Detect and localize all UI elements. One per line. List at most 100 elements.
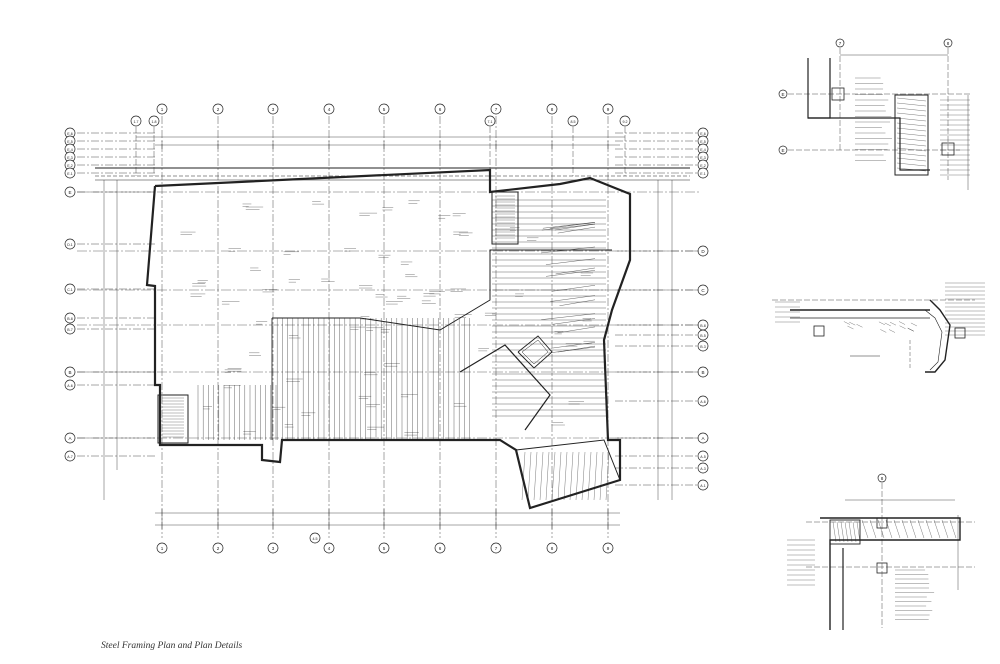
grid-bubble-circle: [267, 542, 279, 554]
grid-bubble-circle: [212, 542, 224, 554]
grid-label: B.8: [67, 317, 72, 321]
hatch: [949, 519, 957, 539]
grid-bubble: E.3: [697, 151, 709, 163]
leader-line: [549, 222, 596, 229]
curved-wall-inner: [924, 309, 943, 371]
grid-label: 9: [607, 107, 610, 112]
grid-bubble-circle: [778, 145, 788, 155]
plan-detail-middle-right: [772, 282, 985, 373]
grid-bubble: B.7: [64, 323, 76, 335]
grid-bubble: A.7: [64, 450, 76, 462]
hatch: [896, 132, 927, 137]
grid-bubble: 1.7: [130, 115, 142, 127]
grid-bubble: 4: [323, 542, 335, 554]
grid-bubble: E: [778, 89, 788, 99]
hatch: [896, 97, 927, 102]
grid-bubble: 2: [212, 103, 224, 115]
leader-line: [557, 326, 596, 334]
hatch: [878, 321, 885, 325]
grid-label: 3: [272, 546, 275, 551]
hatch: [877, 519, 885, 539]
hatch: [896, 147, 927, 152]
grid-bubble-circle: [877, 473, 887, 483]
grid-label: B.7: [67, 328, 72, 332]
grid-bubble-circle: [156, 542, 168, 554]
grid-bubble-circle: [546, 103, 558, 115]
grid-label: B: [701, 370, 704, 375]
leader-line: [545, 258, 596, 265]
skylight-diamond-inner: [521, 339, 549, 365]
hatch: [896, 127, 927, 132]
canopy-framing: [569, 451, 574, 501]
leader-line: [548, 346, 596, 354]
grid-bubble-circle: [484, 115, 496, 127]
grid-bubble-circle: [212, 103, 224, 115]
sheet-caption: Steel Framing Plan and Plan Details: [101, 641, 243, 651]
canopy-framing: [563, 451, 568, 501]
leader-line: [555, 267, 596, 275]
grid-label: 7: [495, 546, 498, 551]
hatch: [901, 519, 909, 539]
grid-bubble-circle: [434, 542, 446, 554]
canopy-framing: [587, 451, 592, 501]
hatch: [847, 325, 854, 330]
grid-bubble: 8: [943, 38, 953, 48]
grid-bubble: A.3: [697, 462, 709, 474]
grid-label: A: [701, 436, 705, 441]
grid-bubble-circle: [64, 432, 76, 444]
grid-bubble: B.8: [64, 312, 76, 324]
grid-label: 1: [161, 546, 164, 551]
stair-core-north: [491, 191, 519, 245]
grid-label: E.4: [700, 148, 705, 152]
hatch: [896, 122, 927, 127]
grid-bubble-circle: [602, 542, 614, 554]
grid-label: E.1: [67, 172, 72, 176]
grid-label: 6: [439, 107, 442, 112]
hatch: [909, 519, 917, 539]
grid-label: 1: [161, 107, 164, 112]
grid-label: 8: [947, 41, 950, 46]
grid-bubble: 2: [212, 542, 224, 554]
stair-core-south: [157, 394, 189, 444]
grid-bubble: 8: [546, 542, 558, 554]
grid-label: 5: [383, 107, 386, 112]
grid-bubble: E.2: [697, 159, 709, 171]
hatch: [896, 167, 927, 172]
leader-line: [554, 223, 596, 231]
grid-bubble-circle: [943, 38, 953, 48]
wall-section: [820, 517, 961, 630]
hatch: [899, 325, 906, 329]
grid-bubble-circle: [490, 542, 502, 554]
hatch: [896, 142, 927, 147]
grid-label: A: [68, 436, 72, 441]
canopy-framing: [551, 451, 556, 501]
hatch: [896, 112, 927, 117]
grid-label: 7.1: [488, 120, 493, 124]
curved-wall: [925, 299, 951, 373]
grid-label: 8.5: [571, 120, 576, 124]
grid-bubble: E.4: [64, 143, 76, 155]
leader-line: [551, 318, 596, 325]
hatch: [856, 324, 863, 328]
skylight-diamond: [517, 335, 553, 369]
canopy-outline: [515, 439, 621, 509]
grid-label: E: [68, 190, 71, 195]
grid-bubble-circle: [156, 103, 168, 115]
grid-bubble-circle: [697, 450, 709, 462]
grid-label: B.3: [700, 345, 705, 349]
grid-bubble-circle: [490, 103, 502, 115]
grid-label: 4: [328, 107, 331, 112]
hatch: [925, 519, 933, 539]
grid-label: 1.8: [152, 120, 157, 124]
canopy-framing: [599, 451, 604, 501]
hatch: [880, 329, 887, 333]
hatch: [852, 521, 857, 543]
grid-label: E.3: [700, 156, 705, 160]
grid-label: A.6: [700, 400, 705, 404]
grid-bubble-circle: [778, 89, 788, 99]
hatch: [907, 327, 914, 332]
leader-line: [541, 246, 596, 254]
